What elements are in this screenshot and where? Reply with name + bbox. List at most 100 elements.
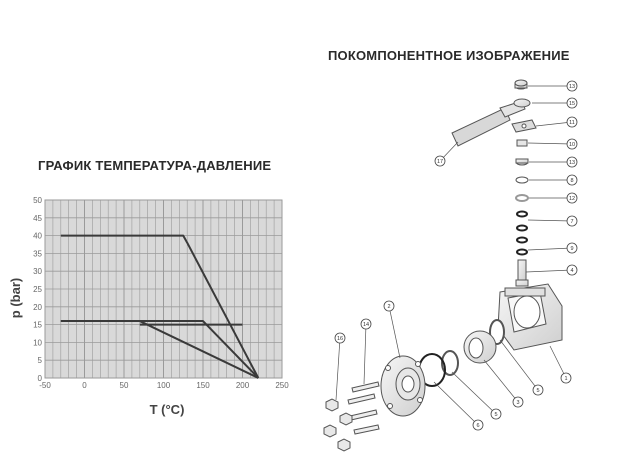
callout-circle [566, 174, 578, 186]
callout-6: 6 [433, 381, 484, 431]
x-tick-label: 200 [236, 381, 250, 390]
y-tick-label: 35 [33, 249, 42, 258]
callout-number: 11 [569, 120, 575, 126]
callout-circle [566, 264, 578, 276]
graph-title: ГРАФИК ТЕМПЕРАТУРА-ДАВЛЕНИЕ [38, 158, 272, 173]
exploded-view-title: ПОКОМПОНЕНТНОЕ ИЗОБРАЖЕНИЕ [328, 48, 570, 63]
y-tick-label: 10 [33, 338, 42, 347]
callout-number: 5 [494, 412, 497, 418]
x-tick-label: -50 [39, 381, 51, 390]
callout-leader [535, 121, 573, 127]
callout-circle [334, 332, 346, 344]
y-tick-label: 20 [33, 303, 42, 312]
callout-12: 12 [529, 192, 578, 204]
callout-leader [388, 305, 401, 359]
callout-circle [566, 242, 578, 254]
callout-14: 14 [360, 318, 372, 385]
callout-number: 3 [516, 400, 519, 406]
end-cap-flange [380, 355, 426, 417]
callout-number: 12 [569, 196, 575, 202]
x-tick-label: 250 [275, 381, 289, 390]
y-tick-label: 25 [33, 285, 42, 294]
gland-10 [516, 139, 528, 147]
y-tick-label: 50 [33, 196, 42, 205]
callout-17: 17 [434, 141, 459, 167]
callout-circle [490, 408, 502, 420]
series-line-1 [60, 234, 260, 379]
callout-leader [525, 269, 573, 273]
callout-circle [566, 156, 578, 168]
callout-leader [527, 219, 573, 222]
callout-2: 2 [383, 300, 401, 359]
y-tick-label: 5 [38, 356, 43, 365]
callout-9: 9 [527, 242, 578, 254]
callout-leader [483, 359, 519, 403]
callout-leader [335, 337, 341, 401]
callout-number: 8 [570, 178, 573, 184]
callout-circle [472, 419, 484, 431]
callout-circle [566, 215, 578, 227]
stop-plate-11 [511, 119, 537, 133]
callout-number: 14 [363, 322, 369, 328]
callout-10: 10 [527, 138, 578, 150]
washer-15 [513, 98, 531, 108]
callout-circle [383, 300, 395, 312]
callout-number: 1 [564, 376, 567, 382]
callout-number: 13 [569, 160, 575, 166]
callout-circle [532, 384, 544, 396]
y-axis-label: p (bar) [8, 278, 23, 318]
callout-5: 5 [499, 339, 544, 396]
callout-number: 15 [569, 101, 575, 107]
nut-13-lower [515, 158, 529, 166]
callout-15: 15 [532, 97, 578, 109]
callout-13: 13 [528, 80, 578, 92]
callout-1: 1 [549, 345, 572, 384]
callout-number: 6 [476, 423, 479, 429]
x-axis-label: T (°C) [150, 402, 185, 417]
nuts-16 [323, 398, 353, 452]
seat-5-left [441, 350, 459, 376]
x-tick-label: 150 [196, 381, 210, 390]
callout-number: 16 [337, 336, 343, 342]
callout-number: 10 [569, 142, 575, 148]
y-tick-label: 30 [33, 267, 42, 276]
callout-circle [360, 318, 372, 330]
nut-13-top [514, 79, 528, 90]
x-tick-label: 100 [157, 381, 171, 390]
callout-number: 5 [536, 388, 539, 394]
callout-number: 4 [570, 268, 573, 274]
ball-3 [463, 330, 497, 364]
x-tick-label: 0 [82, 381, 87, 390]
chart-grid [44, 199, 283, 379]
callout-8: 8 [529, 174, 578, 186]
y-tick-label: 45 [33, 214, 42, 223]
callout-leader [363, 323, 367, 385]
callout-number: 17 [437, 159, 443, 165]
callout-number: 13 [569, 84, 575, 90]
oring-9 [516, 248, 528, 256]
y-tick-label: 0 [38, 374, 43, 383]
callout-leader [549, 345, 567, 379]
washer-8 [515, 176, 529, 184]
callout-circle [434, 155, 446, 167]
callout-number: 9 [570, 246, 573, 252]
callout-leader [527, 247, 573, 251]
callout-leader [451, 371, 497, 415]
callout-number: 7 [570, 219, 573, 225]
callout-13: 13 [529, 156, 578, 168]
callout-4: 4 [525, 264, 578, 276]
callout-11: 11 [535, 116, 578, 128]
callout-circle [566, 192, 578, 204]
callout-leader [527, 142, 573, 145]
series-line-3 [60, 320, 260, 379]
callout-number: 2 [387, 304, 390, 310]
callout-16: 16 [334, 332, 346, 401]
valve-body [497, 283, 563, 351]
x-tick-label: 50 [120, 381, 129, 390]
callout-leader [433, 381, 479, 426]
chart-series [60, 234, 260, 379]
callout-circle [566, 138, 578, 150]
